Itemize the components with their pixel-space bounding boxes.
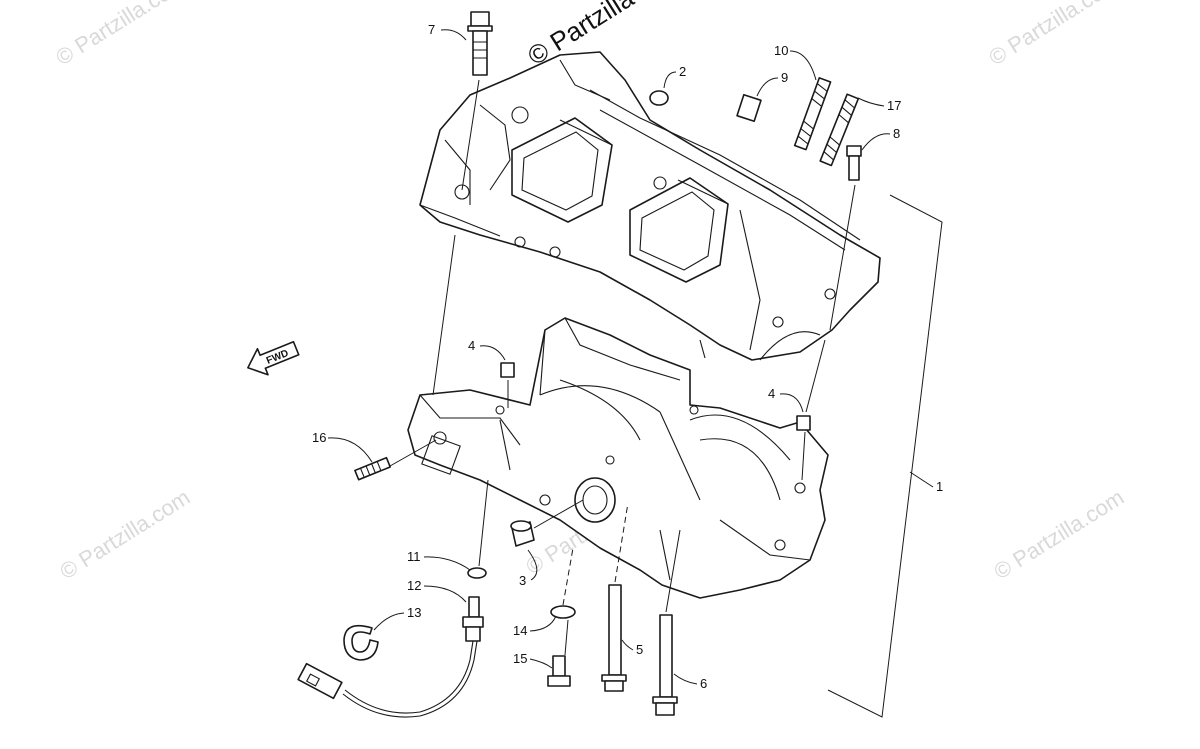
bolt-6 — [652, 614, 678, 716]
callout-13: 13 — [407, 605, 421, 620]
watermark-top-right: © Partzilla.com — [984, 0, 1123, 70]
fwd-arrow: FWD — [247, 340, 300, 376]
callout-8: 8 — [893, 126, 900, 141]
guide-lines — [389, 79, 943, 718]
o-ring-2 — [649, 90, 669, 106]
sensor-12 — [297, 596, 484, 718]
bolt-8 — [846, 145, 862, 181]
dowel-4-left — [500, 362, 515, 378]
watermark-mid-right: © Partzilla.com — [989, 484, 1128, 584]
callout-14: 14 — [513, 623, 527, 638]
callout-9: 9 — [781, 70, 788, 85]
callouts: 7 2 9 10 17 8 4 4 16 1 3 11 12 13 14 15 — [312, 22, 943, 691]
stud-16 — [354, 456, 391, 481]
callout-17: 17 — [887, 98, 901, 113]
watermark-top-left: © Partzilla.com — [51, 0, 190, 70]
callout-4-left: 4 — [468, 338, 475, 353]
lower-crankcase — [407, 317, 829, 599]
callout-15: 15 — [513, 651, 527, 666]
washer-11 — [467, 567, 487, 579]
callout-1: 1 — [936, 479, 943, 494]
bolt-7 — [467, 11, 493, 76]
stud-10 — [793, 77, 832, 151]
callout-2: 2 — [679, 64, 686, 79]
clip-13 — [343, 624, 379, 661]
callout-4-right: 4 — [768, 386, 775, 401]
upper-crankcase — [419, 51, 881, 361]
callout-5: 5 — [636, 642, 643, 657]
bolt-5 — [601, 584, 627, 692]
bolt-15 — [547, 655, 571, 687]
watermark-mid-left: © Partzilla.com — [55, 484, 194, 584]
dowel-9 — [736, 93, 762, 123]
callout-16: 16 — [312, 430, 326, 445]
callout-12: 12 — [407, 578, 421, 593]
callout-11: 11 — [407, 549, 421, 564]
stud-17 — [819, 93, 860, 167]
callout-3: 3 — [519, 573, 526, 588]
callout-6: 6 — [700, 676, 707, 691]
callout-7: 7 — [428, 22, 435, 37]
callout-10: 10 — [774, 43, 788, 58]
plug-3 — [510, 520, 535, 547]
washer-14 — [550, 605, 576, 619]
dowel-4-right — [796, 415, 811, 431]
